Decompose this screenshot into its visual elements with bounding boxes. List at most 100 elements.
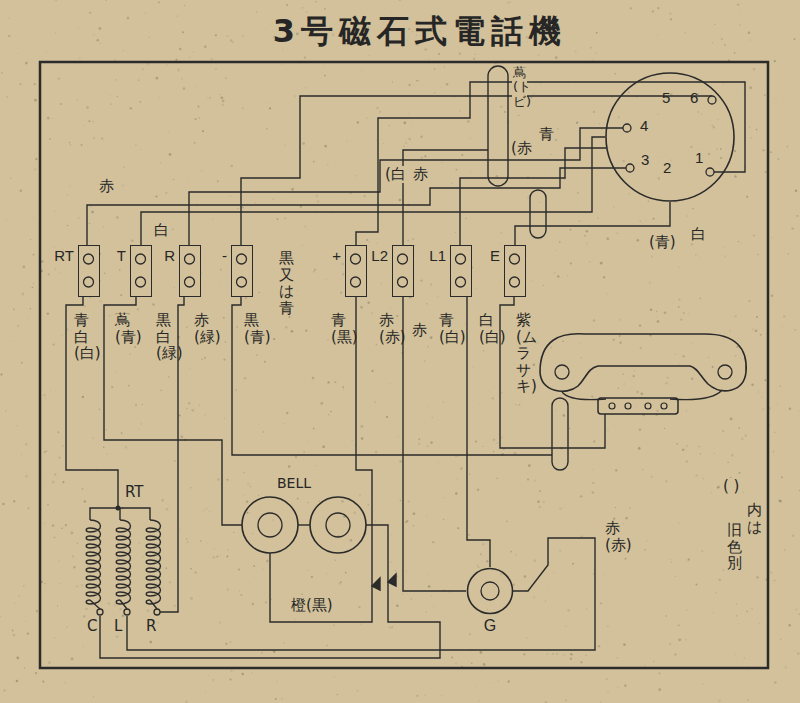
paper-speck (240, 594, 242, 596)
paper-speck (25, 443, 28, 446)
paper-speck (781, 325, 783, 327)
paper-speck (741, 438, 743, 440)
paper-speck (183, 87, 186, 90)
paper-speck (122, 185, 124, 187)
paper-speck (665, 615, 666, 616)
paper-speck (207, 97, 209, 99)
paper-speck (76, 585, 79, 588)
terminal-block: R (164, 245, 201, 297)
paper-speck (255, 202, 256, 203)
paper-speck (678, 298, 680, 300)
paper-speck (5, 219, 7, 221)
paper-speck (212, 679, 214, 681)
paper-speck (20, 83, 22, 85)
paper-speck (628, 92, 629, 93)
paper-speck (390, 535, 391, 536)
terminal-screw (456, 254, 466, 264)
paper-speck (110, 94, 112, 96)
paper-speck (487, 413, 489, 415)
paper-speck (748, 31, 751, 34)
paper-speck (83, 124, 85, 126)
paper-speck (666, 223, 667, 224)
paper-speck (746, 196, 748, 198)
paper-speck (302, 245, 303, 246)
paper-speck (43, 479, 44, 480)
paper-speck (55, 32, 56, 33)
terminal-label: - (222, 248, 227, 265)
paper-speck (665, 480, 667, 482)
paper-speck (353, 511, 356, 514)
paper-speck (593, 111, 595, 113)
paper-speck (346, 616, 348, 618)
paper-speck (243, 526, 245, 528)
paper-speck (109, 314, 111, 316)
paper-speck (256, 11, 258, 13)
paper-speck (84, 500, 86, 502)
paper-speck (738, 427, 740, 429)
paper-speck (592, 60, 593, 61)
paper-speck (138, 79, 140, 81)
paper-speck (130, 362, 132, 364)
paper-speck (62, 481, 64, 483)
paper-speck (283, 643, 284, 644)
paper-speck (483, 663, 486, 666)
paper-speck (67, 194, 68, 195)
paper-speck (416, 695, 418, 697)
wire (90, 508, 150, 520)
paper-speck (708, 153, 711, 156)
paper-speck (188, 402, 190, 404)
paper-speck (390, 561, 391, 562)
paper-speck (580, 495, 582, 497)
paper-speck (208, 511, 210, 513)
paper-speck (721, 38, 723, 40)
paper-speck (82, 645, 84, 647)
paper-speck (293, 95, 296, 98)
paper-speck (123, 167, 125, 169)
paper-speck (197, 203, 198, 204)
paper-speck (774, 432, 775, 433)
paper-speck (789, 408, 791, 410)
paper-speck (364, 195, 366, 197)
paper-speck (465, 217, 467, 219)
paper-speck (137, 685, 139, 687)
paper-speck (114, 604, 116, 606)
paper-speck (420, 135, 422, 137)
terminal-name: R (145, 618, 157, 635)
paper-speck (669, 643, 671, 645)
paper-speck (409, 486, 411, 488)
paper-speck (461, 154, 463, 156)
paper-speck (93, 696, 94, 697)
wire-connector (515, 202, 670, 245)
paper-speck (705, 309, 707, 311)
paper-speck (692, 208, 693, 209)
dial-circle (606, 73, 734, 201)
paper-speck (180, 659, 182, 661)
paper-speck (414, 244, 416, 246)
paper-speck (619, 319, 621, 321)
terminal-block: - (222, 245, 253, 297)
paper-speck (107, 453, 108, 454)
switch-contacts (372, 574, 396, 604)
paper-speck (369, 54, 371, 56)
paper-speck (225, 643, 228, 646)
paper-speck (429, 58, 430, 59)
paper-speck (771, 294, 774, 297)
paper-speck (678, 522, 680, 524)
paper-speck (577, 192, 579, 194)
paper-speck (169, 581, 171, 583)
paper-speck (78, 28, 80, 30)
paper-speck (223, 358, 225, 360)
paper-speck (687, 559, 690, 562)
paper-speck (690, 146, 693, 149)
paper-speck (678, 306, 680, 308)
paper-speck (265, 220, 267, 222)
part-name: G (466, 617, 514, 635)
paper-speck (679, 267, 680, 268)
paper-speck (376, 107, 379, 110)
paper-speck (212, 219, 213, 220)
paper-speck (214, 548, 215, 549)
paper-speck (686, 215, 687, 216)
paper-speck (556, 652, 558, 654)
paper-speck (72, 555, 74, 557)
paper-speck (685, 639, 687, 641)
